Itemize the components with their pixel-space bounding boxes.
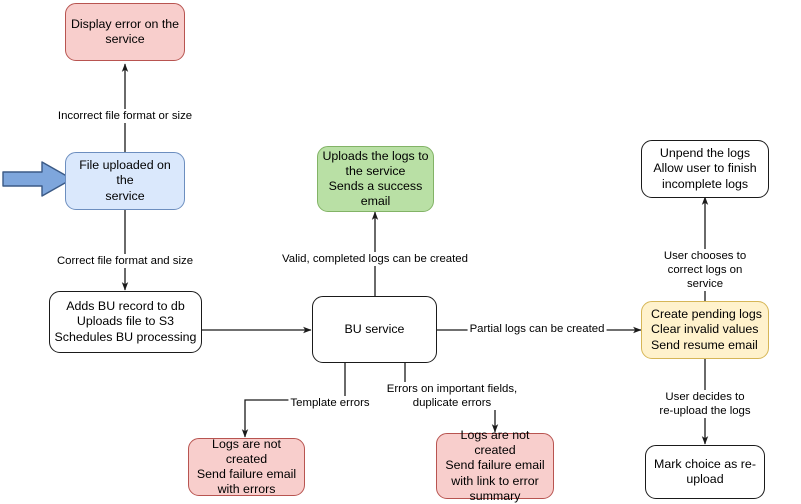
node-unpend-logs[interactable]: Unpend the logs Allow user to finish inc… [641,140,769,198]
edge-label-incorrect-format: Incorrect file format or size [55,109,195,123]
node-display-error[interactable]: Display error on the service [65,3,185,61]
node-adds-bu-record[interactable]: Adds BU record to db Uploads file to S3 … [49,291,202,353]
edge-label-correct-format: Correct file format and size [54,254,196,268]
edge-label-user-reuploads: User decides to re-upload the logs [657,390,753,418]
node-bu-service[interactable]: BU service [312,296,437,363]
node-logs-not-created-summary[interactable]: Logs are not created Send failure email … [436,428,554,503]
node-mark-choice-reupload[interactable]: Mark choice as re- upload [645,445,765,499]
entry-block-arrow [2,161,73,197]
node-create-pending-logs[interactable]: Create pending logs Clear invalid values… [641,301,769,359]
node-uploads-logs[interactable]: Uploads the logs to the service Sends a … [317,146,434,212]
node-logs-not-created-template[interactable]: Logs are not created Send failure email … [188,437,305,496]
edge-label-important-errors: Errors on important fields, duplicate er… [384,382,520,410]
node-file-uploaded[interactable]: File uploaded on the service [65,152,185,210]
edge-label-user-corrects: User chooses to correct logs on service [657,249,753,291]
edge-label-valid-logs: Valid, completed logs can be created [280,252,470,266]
edge-label-template-errors: Template errors [288,396,372,410]
edge-label-partial-logs: Partial logs can be created [467,322,607,336]
